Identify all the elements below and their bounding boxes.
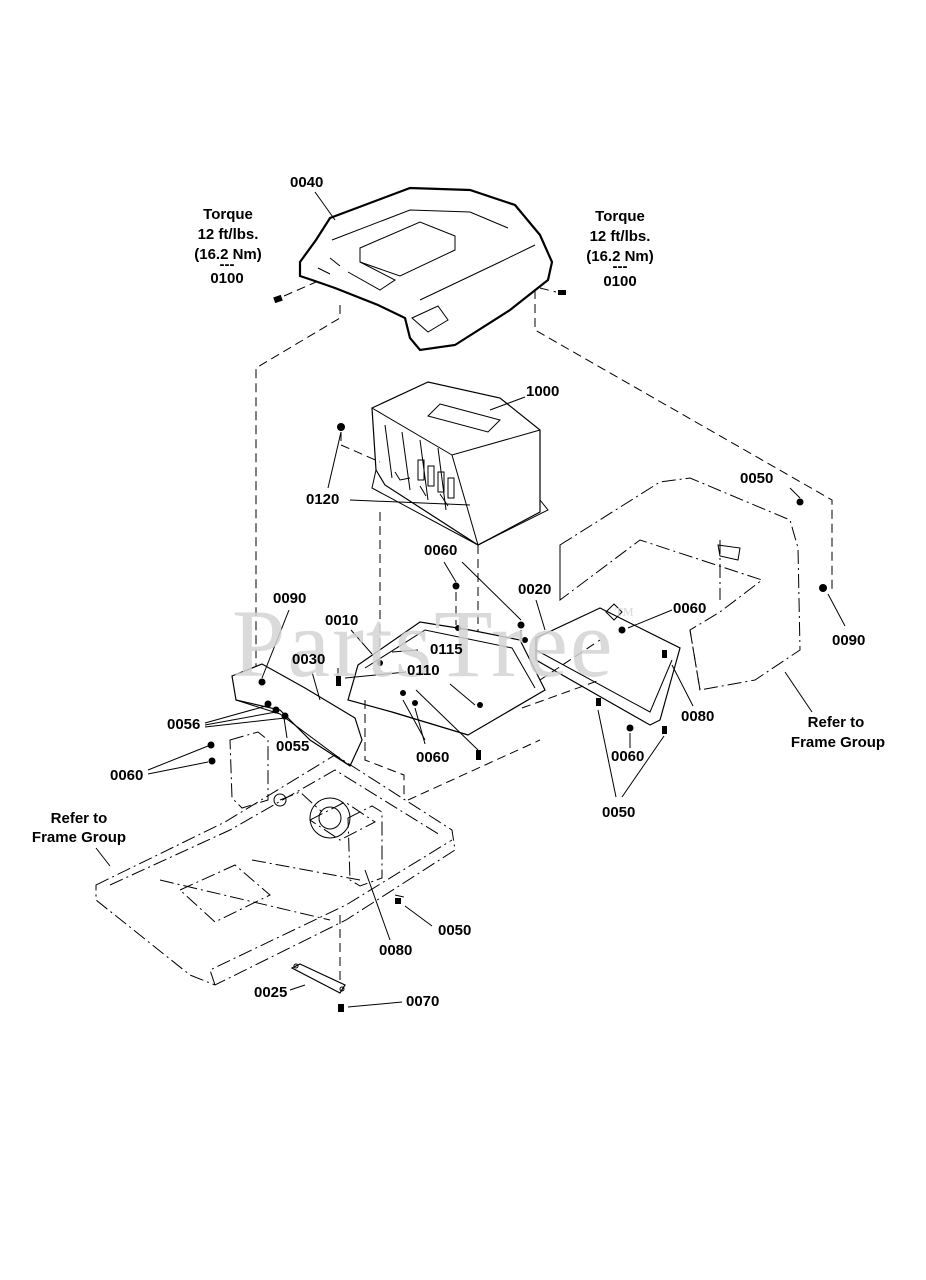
callout-0100-left: 0100 [210,270,244,287]
torque-note-left-line2: 12 ft/lbs. [197,226,259,243]
callout-0060-mid: 0060 [424,542,458,559]
callout-0120: 0120 [306,491,340,508]
callout-0056: 0056 [167,716,201,733]
washers-0060-left [207,741,216,765]
callout-0025: 0025 [254,984,288,1001]
callout-0115: 0115 [430,641,463,658]
callout-0040: 0040 [290,174,324,191]
callout-0030: 0030 [292,651,326,668]
leader-lines [95,191,846,1008]
strap-0025 [290,963,346,994]
callout-0060-right: 0060 [673,600,707,617]
callout-0100-right: 0100 [603,273,637,290]
torque-note-right-line1: Torque [595,208,645,225]
torque-note-right-line2: 12 ft/lbs. [589,228,651,245]
frame-ref-left-line2: Frame Group [31,829,127,846]
callout-0110: 0110 [407,662,440,679]
callout-0050-top: 0050 [740,470,774,487]
watermark: PartsTree™ [232,590,637,697]
torque-note-left-sep: --- [219,256,235,273]
callout-0060-plate: 0060 [416,749,450,766]
callout-0080-bottom: 0080 [379,942,413,959]
callout-0080-right: 0080 [681,708,715,725]
callout-0050-bottom: 0050 [438,922,472,939]
bracket-0030 [231,663,363,767]
bolts-0110 [336,668,481,760]
callout-0060-lower: 0060 [611,748,645,765]
frame-ref-right-line2: Frame Group [790,734,886,751]
frame-ref-left-line1: Refer to [50,810,108,827]
battery-box-shield [559,477,827,691]
battery-tray-0010 [347,621,546,736]
bolt-0070 [338,1004,344,1012]
battery-1000 [371,381,549,546]
battery-cover-0040 [298,186,554,352]
torque-note-right-line3: (16.2 Nm) [586,248,654,265]
torque-note-left-line3: (16.2 Nm) [194,246,262,263]
callout-0060-left: 0060 [110,767,144,784]
callout-1000: 1000 [526,383,560,400]
nuts-0060-mid [452,582,525,640]
torque-note-right-sep: --- [612,258,628,275]
frame [95,731,456,986]
bolts-0050-lower [596,698,667,734]
callout-0050-lower: 0050 [602,804,636,821]
cross-bracket-0020 [535,603,681,726]
callout-0020: 0020 [518,581,552,598]
callout-0090-right: 0090 [832,632,866,649]
callout-0055: 0055 [276,738,310,755]
callout-0070: 0070 [406,993,440,1010]
callout-0090-left: 0090 [273,590,307,607]
callout-0010: 0010 [325,612,359,629]
bolt-0100-right [539,287,566,295]
torque-note-left-line1: Torque [203,206,253,223]
bolt-0100-left [273,281,317,304]
frame-ref-right-line1: Refer to [807,714,865,731]
bolt-0050-bottom [395,898,401,904]
